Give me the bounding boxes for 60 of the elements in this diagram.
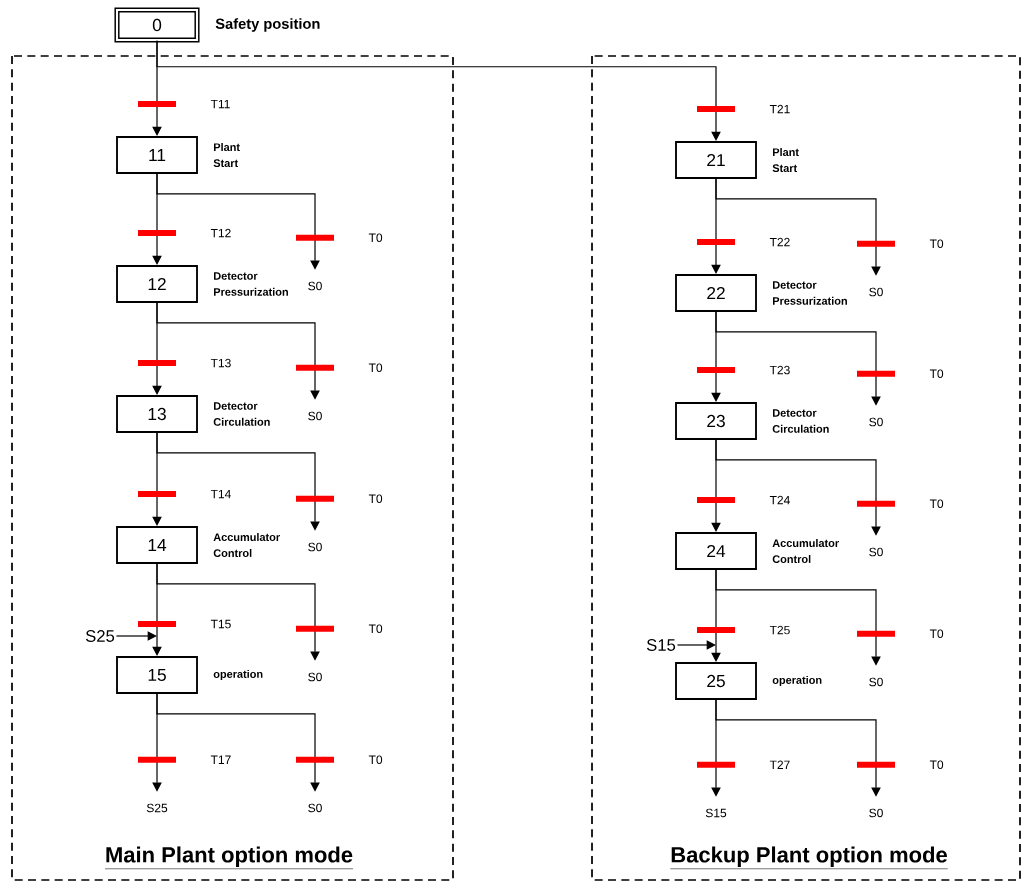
step-description: operation (213, 669, 263, 681)
edge-label: T12 (210, 228, 231, 238)
edge-label: T0 (929, 760, 944, 769)
edge-label: T27 (769, 760, 790, 769)
edge-label: T0 (929, 499, 944, 508)
edge-label: T17 (210, 755, 231, 764)
edge-label: T0 (929, 239, 944, 248)
target-label: S0 (308, 411, 322, 421)
edge-label: T0 (368, 233, 383, 242)
edge-label: T21 (769, 104, 790, 114)
edge-label: T24 (769, 495, 790, 505)
edge-label: T11 (210, 99, 230, 109)
initial-step-box: 0 (114, 7, 200, 43)
step-box: 11 (116, 136, 198, 174)
step-description: Detector Pressurization (773, 281, 847, 305)
step-box: 21 (675, 141, 757, 179)
edge-label: T14 (210, 489, 231, 499)
step-description: Plant Start (772, 148, 799, 172)
step-box: 24 (675, 532, 757, 570)
source-label: S25 (85, 630, 115, 642)
step-description: Detector Circulation (213, 402, 270, 426)
step-box: 15 (116, 656, 198, 694)
target-label: S0 (869, 417, 883, 427)
target-label: S0 (308, 672, 322, 682)
edge-label: T15 (210, 619, 231, 629)
step-description: Safety position (215, 18, 320, 32)
step-box: 14 (116, 526, 198, 564)
edge-label: T0 (929, 629, 944, 638)
step-box: 23 (675, 402, 757, 440)
step-description: Detector Pressurization (214, 272, 288, 296)
step-description: Plant Start (213, 143, 240, 167)
target-label: S0 (308, 281, 322, 291)
step-description: Detector Circulation (772, 409, 829, 433)
step-box: 12 (116, 265, 198, 303)
step-box: 22 (675, 274, 757, 312)
edge-label: T25 (769, 625, 790, 635)
target-label: S0 (869, 287, 883, 297)
edge-label: T0 (929, 369, 944, 378)
target-label: S25 (146, 803, 168, 813)
target-label: S0 (308, 542, 322, 552)
edge-label: T0 (368, 755, 383, 764)
step-description: Accumulator Control (213, 533, 280, 557)
edge-label: T23 (769, 365, 790, 375)
edge-label: T22 (769, 237, 790, 247)
step-box: 13 (116, 395, 198, 433)
edge-label: T0 (368, 363, 383, 372)
target-label: S15 (705, 808, 727, 818)
target-label: S0 (869, 677, 883, 687)
step-box: 25 (675, 662, 757, 700)
source-label: S15 (646, 639, 676, 651)
edge-label: T0 (368, 494, 383, 503)
step-description: Accumulator Control (772, 539, 839, 563)
target-label: S0 (308, 803, 322, 813)
step-description: operation (772, 675, 822, 687)
arrow (115, 631, 157, 641)
target-label: S0 (869, 808, 883, 818)
edge-label: T0 (368, 624, 383, 633)
target-label: S0 (869, 547, 883, 557)
edge-label: T13 (210, 358, 231, 368)
arrow (676, 640, 716, 650)
